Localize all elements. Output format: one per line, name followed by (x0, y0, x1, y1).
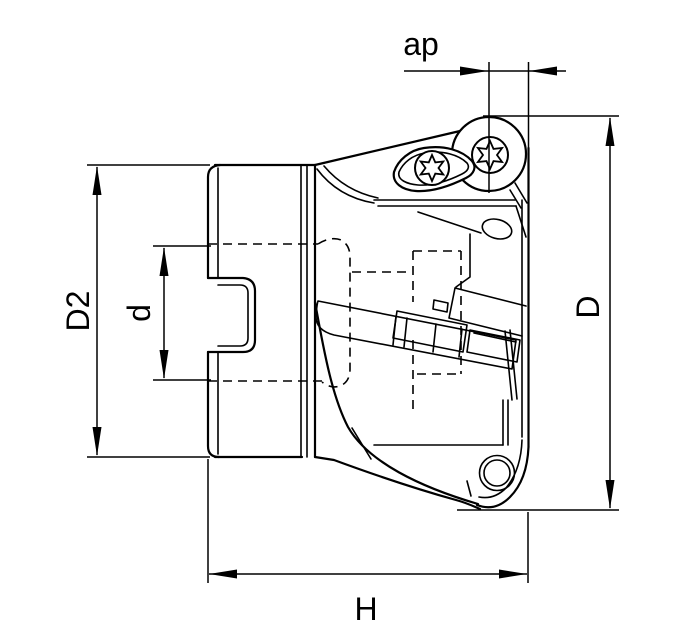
rear-body (206, 163, 317, 459)
dimension-H-label: H (354, 591, 377, 627)
dimension-d-label: d (121, 304, 157, 322)
dimension-D-label: D (570, 295, 606, 318)
dimension-D: D (457, 115, 619, 511)
dimension-H: H (207, 459, 529, 627)
dimension-D2: D2 (60, 164, 210, 458)
dimension-ap: ap (403, 26, 566, 193)
dimension-D2-label: D2 (60, 291, 96, 332)
cutter-head (313, 129, 530, 511)
insert-assembly (392, 115, 528, 193)
dimension-d: d (121, 245, 211, 381)
cartridge-screw-hole (478, 454, 516, 492)
coolant-hole (481, 218, 513, 240)
dimension-ap-label: ap (403, 26, 439, 62)
hidden-bore-lines (208, 237, 462, 409)
wedge-clamp-bar (315, 299, 521, 370)
